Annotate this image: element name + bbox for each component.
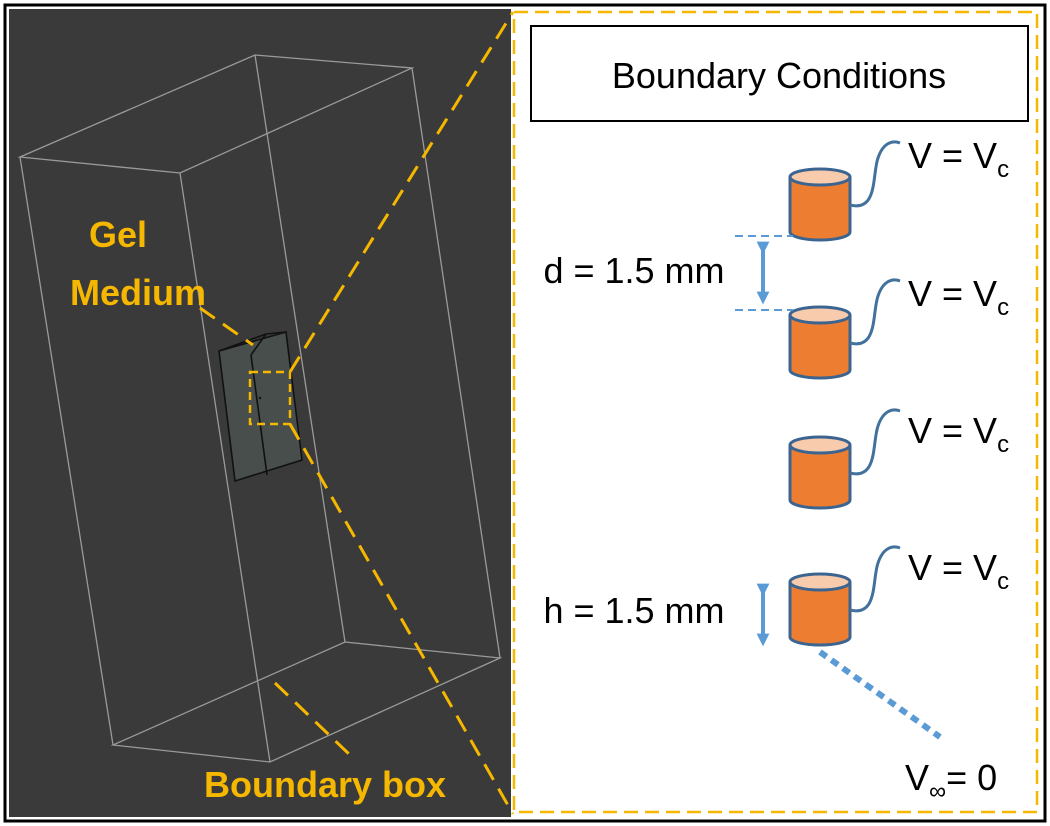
electrode-cylinder-icon <box>788 167 852 242</box>
zoom-guide-lines <box>199 11 515 815</box>
electrode-array-center <box>258 396 262 400</box>
voltage-label-3: V = Vc <box>908 410 1009 458</box>
voltage-label-2: V = Vc <box>908 273 1009 321</box>
electrode-1: V = Vc <box>788 135 1009 242</box>
ground-line <box>818 649 942 740</box>
electrode-3: V = Vc <box>788 408 1009 510</box>
infinity-voltage-label: V∞= 0 <box>905 757 997 805</box>
title-box <box>530 25 1029 122</box>
zoom-region <box>248 370 292 426</box>
wire-icon <box>849 140 901 208</box>
height-label: h = 1.5 mm <box>543 590 724 631</box>
gel-medium-label: Gel Medium <box>70 214 206 313</box>
simulation-panel <box>9 9 511 817</box>
gel-medium-block <box>218 330 303 483</box>
boundary-box-label: Boundary box <box>204 764 446 805</box>
electrode-cylinder-icon <box>788 572 852 647</box>
electrode-cylinder-icon <box>788 435 852 510</box>
boundary-box-wireframe <box>17 54 503 763</box>
wire-icon <box>849 278 901 346</box>
detail-panel-border <box>512 10 1039 814</box>
electrode-4: V = Vc <box>788 545 1009 647</box>
electrode-cylinder-icon <box>788 305 852 380</box>
wire-icon <box>849 545 901 613</box>
electrode-2: V = Vc <box>788 273 1009 380</box>
spacing-label: d = 1.5 mm <box>543 250 724 291</box>
wire-icon <box>849 408 901 476</box>
panel-title: Boundary Conditions <box>612 55 946 96</box>
voltage-label-4: V = Vc <box>908 547 1009 595</box>
voltage-label-1: V = Vc <box>908 135 1009 183</box>
spacing-dimension <box>735 235 793 311</box>
